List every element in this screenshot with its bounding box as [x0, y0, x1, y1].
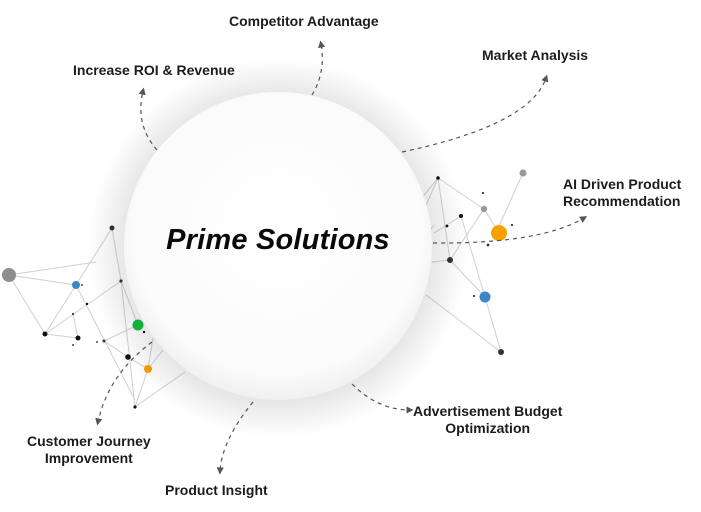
label-journey-line1: Customer Journey	[27, 433, 151, 449]
label-competitor-advantage: Competitor Advantage	[229, 13, 379, 29]
label-journey-line2: Improvement	[44, 450, 133, 466]
label-market-analysis: Market Analysis	[482, 47, 589, 63]
connector-journey	[95, 341, 153, 426]
label-product-insight: Product Insight	[165, 482, 268, 498]
node-dark	[473, 295, 475, 297]
node-dark	[498, 349, 504, 355]
node-dark	[72, 313, 74, 315]
label-ai-driven: AI Driven Product Recommendation	[563, 176, 681, 210]
node-dark	[81, 284, 83, 286]
label-customer-journey: Customer Journey Improvement	[27, 433, 151, 467]
connector-competitor	[311, 40, 326, 96]
node-dark	[511, 224, 513, 226]
node-dark	[72, 344, 74, 346]
connectors	[95, 40, 588, 475]
label-ai-line2: Recommendation	[563, 193, 681, 209]
node-dark	[96, 341, 98, 343]
node-dark	[102, 339, 106, 343]
node-gray-large	[2, 268, 16, 282]
node-dark	[133, 405, 137, 409]
label-advertisement-budget: Advertisement Budget Optimization	[413, 403, 562, 437]
node-blue	[72, 281, 80, 289]
node-dark	[486, 243, 490, 247]
label-ads-line1: Advertisement Budget	[413, 403, 563, 419]
center-title: Prime Solutions	[166, 224, 390, 256]
node-blue	[479, 291, 491, 303]
node-gray	[480, 205, 488, 213]
node-orange-large	[491, 225, 507, 241]
label-ai-line1: AI Driven Product	[563, 176, 682, 192]
label-ads-line2: Optimization	[445, 420, 531, 436]
connector-roi	[138, 87, 158, 151]
node-dark	[85, 302, 89, 306]
connector-ai	[432, 216, 588, 244]
connector-insight	[216, 401, 254, 475]
connector-market	[401, 74, 549, 153]
node-dark	[75, 335, 81, 341]
node-dark	[42, 331, 48, 337]
connector-ads	[351, 383, 414, 414]
node-dark	[482, 192, 484, 194]
node-gray	[519, 169, 527, 177]
center-circle	[124, 92, 432, 400]
label-increase-roi: Increase ROI & Revenue	[73, 62, 235, 78]
